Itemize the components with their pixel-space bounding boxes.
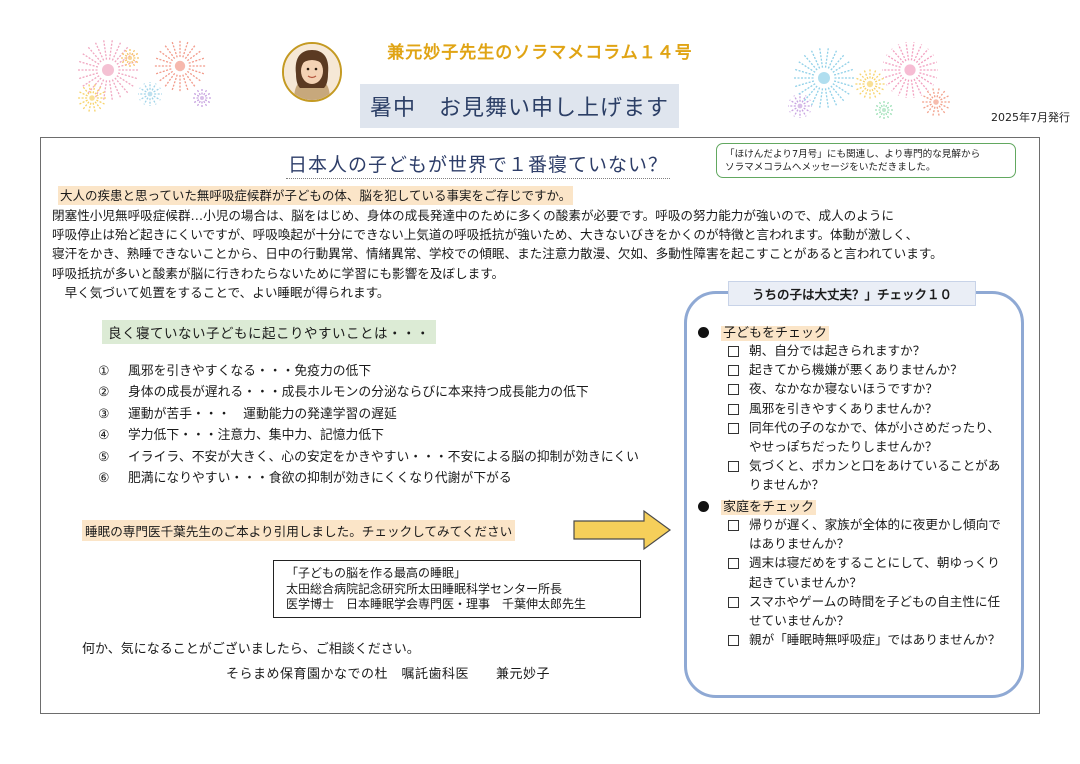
checkbox-icon[interactable] xyxy=(728,558,739,570)
book-reference-box: 「子どもの脳を作る最高の睡眠」 太田総合病院記念研究所太田睡眠科学センター所長 … xyxy=(273,560,641,618)
checkbox-icon[interactable] xyxy=(728,461,739,473)
book-title: 「子どもの脳を作る最高の睡眠」 xyxy=(286,566,467,580)
book-author-affiliation: 太田総合病院記念研究所太田睡眠科学センター所長 xyxy=(286,581,563,596)
checkbox-icon[interactable] xyxy=(728,635,739,647)
symptom-number: ③ xyxy=(98,406,110,422)
checklist-item[interactable]: 週末は寝だめをすることにして、朝ゆっくり起きていませんか？ xyxy=(728,553,1011,591)
symptom-number: ② xyxy=(98,385,110,401)
section-label: 家庭をチェック xyxy=(721,500,817,515)
closing-message: 何か、気になることがございましたら、ご相談ください。 xyxy=(82,642,420,657)
symptom-text: 風邪を引きやすくなる・・・免疫力の低下 xyxy=(128,364,372,379)
checklist-item[interactable]: 朝、自分では起きられますか？ xyxy=(728,341,1011,360)
avatar-illustration xyxy=(284,44,340,100)
symptom-item: ② 身体の成長が遅れる・・・成長ホルモンの分泌ならびに本来持つ成長能力の低下 xyxy=(98,382,639,403)
checklist-items-child: 朝、自分では起きられますか？ 起きてから機嫌が悪くありませんか？ 夜、なかなか寝… xyxy=(728,341,1011,495)
body-line: 閉塞性小児無呼吸症候群…小児の場合は、脳をはじめ、身体の成長発達中のために多くの… xyxy=(52,208,895,223)
intro-body: 閉塞性小児無呼吸症候群…小児の場合は、脳をはじめ、身体の成長発達中のために多くの… xyxy=(52,206,1032,302)
summer-greeting: 暑中 お見舞い申し上げます xyxy=(360,84,680,128)
symptom-list: ① 風邪を引きやすくなる・・・免疫力の低下 ② 身体の成長が遅れる・・・成長ホルモン… xyxy=(98,361,639,489)
symptom-item: ① 風邪を引きやすくなる・・・免疫力の低下 xyxy=(98,361,639,382)
body-line: 呼吸停止は殆ど起きにくいですが、呼吸喚起が十分にできない上気道の呼吸抵抗が強いた… xyxy=(52,227,919,243)
symptom-number: ⑥ xyxy=(98,471,110,487)
checkbox-icon[interactable] xyxy=(728,520,739,531)
symptom-text: 肥満になりやすい・・・食欲の抑制が効きにくくなり代謝が下がる xyxy=(128,471,512,487)
symptom-item: ⑥ 肥満になりやすい・・・食欲の抑制が効きにくくなり代謝が下がる xyxy=(98,468,639,489)
symptom-number: ⑤ xyxy=(98,449,110,465)
symptom-heading: 良く寝ていない子どもに起こりやすいことは・・・ xyxy=(102,320,436,344)
checklist-item[interactable]: 帰りが遅く、家族が全体的に夜更かし傾向ではありませんか？ xyxy=(728,515,1011,553)
bullet-dot-icon xyxy=(698,501,709,512)
checklist-item[interactable]: 親が「睡眠時無呼吸症」ではありませんか？ xyxy=(728,630,1011,649)
book-author: 医学博士 日本睡眠学会専門医・理事 千葉伸太郎先生 xyxy=(286,597,587,611)
symptom-text: 身体の成長が遅れる・・・成長ホルモンの分泌ならびに本来持つ成長能力の低下 xyxy=(128,385,589,401)
checklist-item[interactable]: 夜、なかなか寝ないほうですか？ xyxy=(728,379,1011,398)
firework-icon xyxy=(788,42,950,120)
signature: そらまめ保育園かなでの杜 嘱託歯科医 兼元妙子 xyxy=(226,667,551,682)
quote-source-line: 睡眠の専門医千葉先生のご本より引用しました。チェックしてみてください xyxy=(82,520,516,541)
intro-lead: 大人の疾患と思っていた無呼吸症候群が子どもの体、脳を犯している事実をご存じですか… xyxy=(58,186,574,205)
symptom-number: ① xyxy=(98,364,110,379)
body-line: 早く気づいて処置をすることで、よい睡眠が得られます。 xyxy=(52,284,390,300)
checklist-item[interactable]: 気づくと、ポカンと口をあけていることがありませんか？ xyxy=(728,456,1011,494)
firework-icon xyxy=(78,40,212,112)
checklist-title: うちの子は大丈夫？」チェック１０ xyxy=(728,281,976,306)
checklist-items-family: 帰りが遅く、家族が全体的に夜更かし傾向ではありませんか？ 週末は寝だめをすること… xyxy=(728,515,1011,649)
symptom-item: ⑤ イライラ、不安が大きく、心の安定をかきやすい・・・不安による脳の抑制が効きにく… xyxy=(98,447,639,468)
symptom-item: ③ 運動が苦手・・・ 運動能力の発達学習の遅延 xyxy=(98,404,639,425)
related-note-box: 「ほけんだより7月号」にも関連し、より専門的な見解から ソラマメコラムへメッセー… xyxy=(716,143,1016,178)
checkbox-icon[interactable] xyxy=(728,346,739,357)
column-title: 兼元妙子先生のソラマメコラム１４号 xyxy=(387,43,693,63)
symptom-text: イライラ、不安が大きく、心の安定をかきやすい・・・不安による脳の抑制が効きにくい xyxy=(128,449,639,465)
checklist-section-child: 子どもをチェック xyxy=(698,322,830,341)
main-heading: 日本人の子どもが世界で１番寝ていない？ xyxy=(286,150,671,179)
arrow-right-icon xyxy=(573,509,672,551)
bullet-dot-icon xyxy=(698,327,709,338)
checkbox-icon[interactable] xyxy=(728,403,739,415)
checklist-item[interactable]: スマホやゲームの時間を子どもの自主性に任せていませんか？ xyxy=(728,592,1011,630)
checkbox-icon[interactable] xyxy=(728,422,739,434)
body-line: 寝汗をかき、熟睡できないことから、日中の行動異常、情緒異常、学校での傾眠、また注… xyxy=(52,246,943,262)
checklist-section-family: 家庭をチェック xyxy=(698,496,817,515)
note-line: ソラマメコラムへメッセージをいただきました。 xyxy=(725,162,936,173)
symptom-text: 学力低下・・・注意力、集中力、記憶力低下 xyxy=(128,428,384,444)
checkbox-icon[interactable] xyxy=(728,365,739,377)
symptom-number: ④ xyxy=(98,428,110,444)
checklist-item[interactable]: 起きてから機嫌が悪くありませんか？ xyxy=(728,360,1011,379)
avatar xyxy=(282,42,342,102)
checkbox-icon[interactable] xyxy=(728,596,739,608)
symptom-item: ④ 学力低下・・・注意力、集中力、記憶力低下 xyxy=(98,425,639,446)
checklist-item[interactable]: 同年代の子のなかで、体が小さめだったり、やせっぽちだったりしませんか？ xyxy=(728,418,1011,456)
issue-date: 2025年7月発行 xyxy=(991,111,1070,124)
section-label: 子どもをチェック xyxy=(721,326,830,341)
checklist-item[interactable]: 風邪を引きやすくありませんか？ xyxy=(728,399,1011,418)
note-line: 「ほけんだより7月号」にも関連し、より専門的な見解から xyxy=(725,149,981,160)
body-line: 呼吸抵抗が多いと酸素が脳に行きわたらないために学習にも影響を及ぼします。 xyxy=(52,265,505,281)
checkbox-icon[interactable] xyxy=(728,384,739,396)
content-frame xyxy=(40,137,1040,714)
symptom-text: 運動が苦手・・・ 運動能力の発達学習の遅延 xyxy=(128,406,397,422)
